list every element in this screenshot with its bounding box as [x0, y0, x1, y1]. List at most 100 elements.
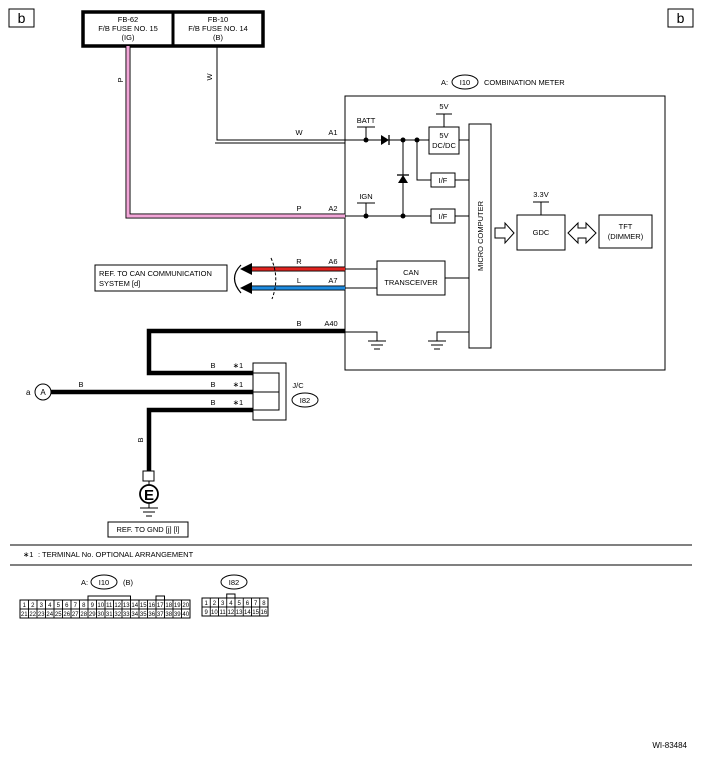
- i82-pin-number: 6: [246, 601, 250, 607]
- i10-pin-number: 37: [157, 612, 164, 618]
- i10-pin-number: 29: [89, 612, 96, 618]
- can-line1: CAN: [403, 268, 419, 277]
- twisted-pair-mark: [270, 257, 277, 300]
- i82-name: I82: [229, 578, 239, 587]
- fuse-left-line2: F/B FUSE NO. 15: [98, 24, 158, 33]
- i10-pin-number: 36: [148, 612, 155, 618]
- diode-ign: [398, 175, 408, 183]
- ref-can-box: [94, 264, 228, 292]
- ref-can-line1: REF. TO CAN COMMUNICATION: [99, 269, 212, 278]
- meter-connector-oval: [451, 74, 479, 90]
- arrow-can-r: [240, 263, 252, 275]
- i82-oval: [220, 574, 248, 590]
- i10-pin-number: 26: [63, 612, 70, 618]
- pin-a40: A40: [324, 319, 337, 328]
- tft-line2: (DIMMER): [608, 232, 644, 241]
- i10-pin-number: 31: [106, 612, 113, 618]
- i10-pin-number: 13: [123, 603, 130, 609]
- i10-pin-number: 4: [48, 603, 52, 609]
- fuse-left-line1: FB-62: [118, 15, 138, 24]
- wire-label-r: R: [296, 257, 302, 266]
- i10-pin-number: 3: [40, 603, 44, 609]
- pin-a7: A7: [328, 276, 337, 285]
- meter-prefix: A:: [441, 78, 448, 87]
- i10-pin-number: 1: [23, 603, 27, 609]
- tft-box: [598, 214, 653, 249]
- i82-lock-tab: [226, 593, 236, 599]
- i82-pin-number: 2: [213, 601, 217, 607]
- star-3: ∗1: [233, 398, 243, 407]
- i10-pin-number: 23: [38, 612, 45, 618]
- i82-pin-number: 1: [204, 601, 208, 607]
- page-marker-left-box: [8, 8, 35, 28]
- micro-computer-label: MICRO COMPUTER: [476, 200, 485, 271]
- i10-pin-number: 33: [123, 612, 130, 618]
- i82-pin-number: 4: [229, 601, 233, 607]
- connector-a-circle: [34, 383, 52, 401]
- jc-connector: I82: [300, 396, 310, 405]
- i82-pin-number: 3: [221, 601, 225, 607]
- i10-pin-number: 16: [148, 603, 155, 609]
- i10-pin-number: 6: [65, 603, 69, 609]
- i10-pin-number: 9: [91, 603, 95, 609]
- wire-label-b-1: B: [210, 361, 215, 370]
- i82-pin-number: 11: [220, 610, 227, 616]
- i10-pin-number: 40: [182, 612, 189, 618]
- ref-gnd-label: REF. TO GND [j] [l]: [116, 525, 179, 534]
- wire-label-w-vertical: W: [205, 73, 214, 81]
- connector-a-label: A: [40, 388, 46, 397]
- i10-pin-number: 18: [165, 603, 172, 609]
- ground-e-label: E: [144, 487, 154, 504]
- can-line2: TRANSCEIVER: [384, 278, 438, 287]
- label-batt: BATT: [357, 116, 376, 125]
- ref-can-line2: SYSTEM [d]: [99, 279, 140, 288]
- i82-pin-number: 7: [254, 601, 258, 607]
- label-5v: 5V: [439, 102, 448, 111]
- ref-gnd-box: [107, 521, 189, 538]
- i10-pin-number: 7: [74, 603, 78, 609]
- page-marker-right: b: [677, 10, 685, 26]
- i82-pin-number: 5: [237, 601, 241, 607]
- i10-pin-number: 17: [157, 603, 164, 609]
- gdc-label: GDC: [533, 228, 550, 237]
- i10-pin-number: 24: [46, 612, 53, 618]
- wire-pink-outline: [125, 46, 345, 219]
- jc-label: J/C: [292, 381, 304, 390]
- fuse-right-line3: (B): [213, 33, 224, 42]
- meter-connector: I10: [460, 78, 470, 87]
- i10-pin-number: 19: [174, 603, 181, 609]
- wire-label-b-vertical: B: [136, 437, 145, 442]
- wire-white: [216, 46, 345, 141]
- pin-a2: A2: [328, 204, 337, 213]
- wire-black-ground: [146, 407, 253, 471]
- figure-id: WI-83484: [652, 741, 687, 750]
- pin-a1: A1: [328, 128, 337, 137]
- i10-pin-number: 32: [114, 612, 121, 618]
- fuse-left-line3: (IG): [122, 33, 135, 42]
- page-marker-left: b: [18, 10, 26, 26]
- i82-pin-number: 8: [262, 601, 266, 607]
- i10-pin-number: 12: [114, 603, 121, 609]
- i10-pin-number: 35: [140, 612, 147, 618]
- dcdc-line1: 5V: [439, 131, 448, 140]
- wire-label-w: W: [295, 128, 303, 137]
- i10-pin-cell: [181, 608, 191, 619]
- ground-terminal: [142, 470, 155, 482]
- i10-lock-tab: [155, 595, 165, 601]
- i10-pin-number: 15: [140, 603, 147, 609]
- tft-line1: TFT: [619, 222, 633, 231]
- i10-pin-number: 5: [57, 603, 61, 609]
- i10-pin-number: 2: [31, 603, 35, 609]
- wire-black-a40: [146, 328, 345, 376]
- meter-name: COMBINATION METER: [484, 78, 565, 87]
- i82-pin-number: 10: [211, 610, 218, 616]
- i10-pin-number: 21: [21, 612, 28, 618]
- micro-computer-box: [468, 123, 492, 349]
- i10-pin-number: 39: [174, 612, 181, 618]
- i10-prefix: A:: [81, 578, 88, 587]
- note-text: : TERMINAL No. OPTIONAL ARRANGEMENT: [38, 550, 194, 559]
- i82-pin-number: 15: [252, 610, 259, 616]
- combination-meter-box: [344, 95, 666, 371]
